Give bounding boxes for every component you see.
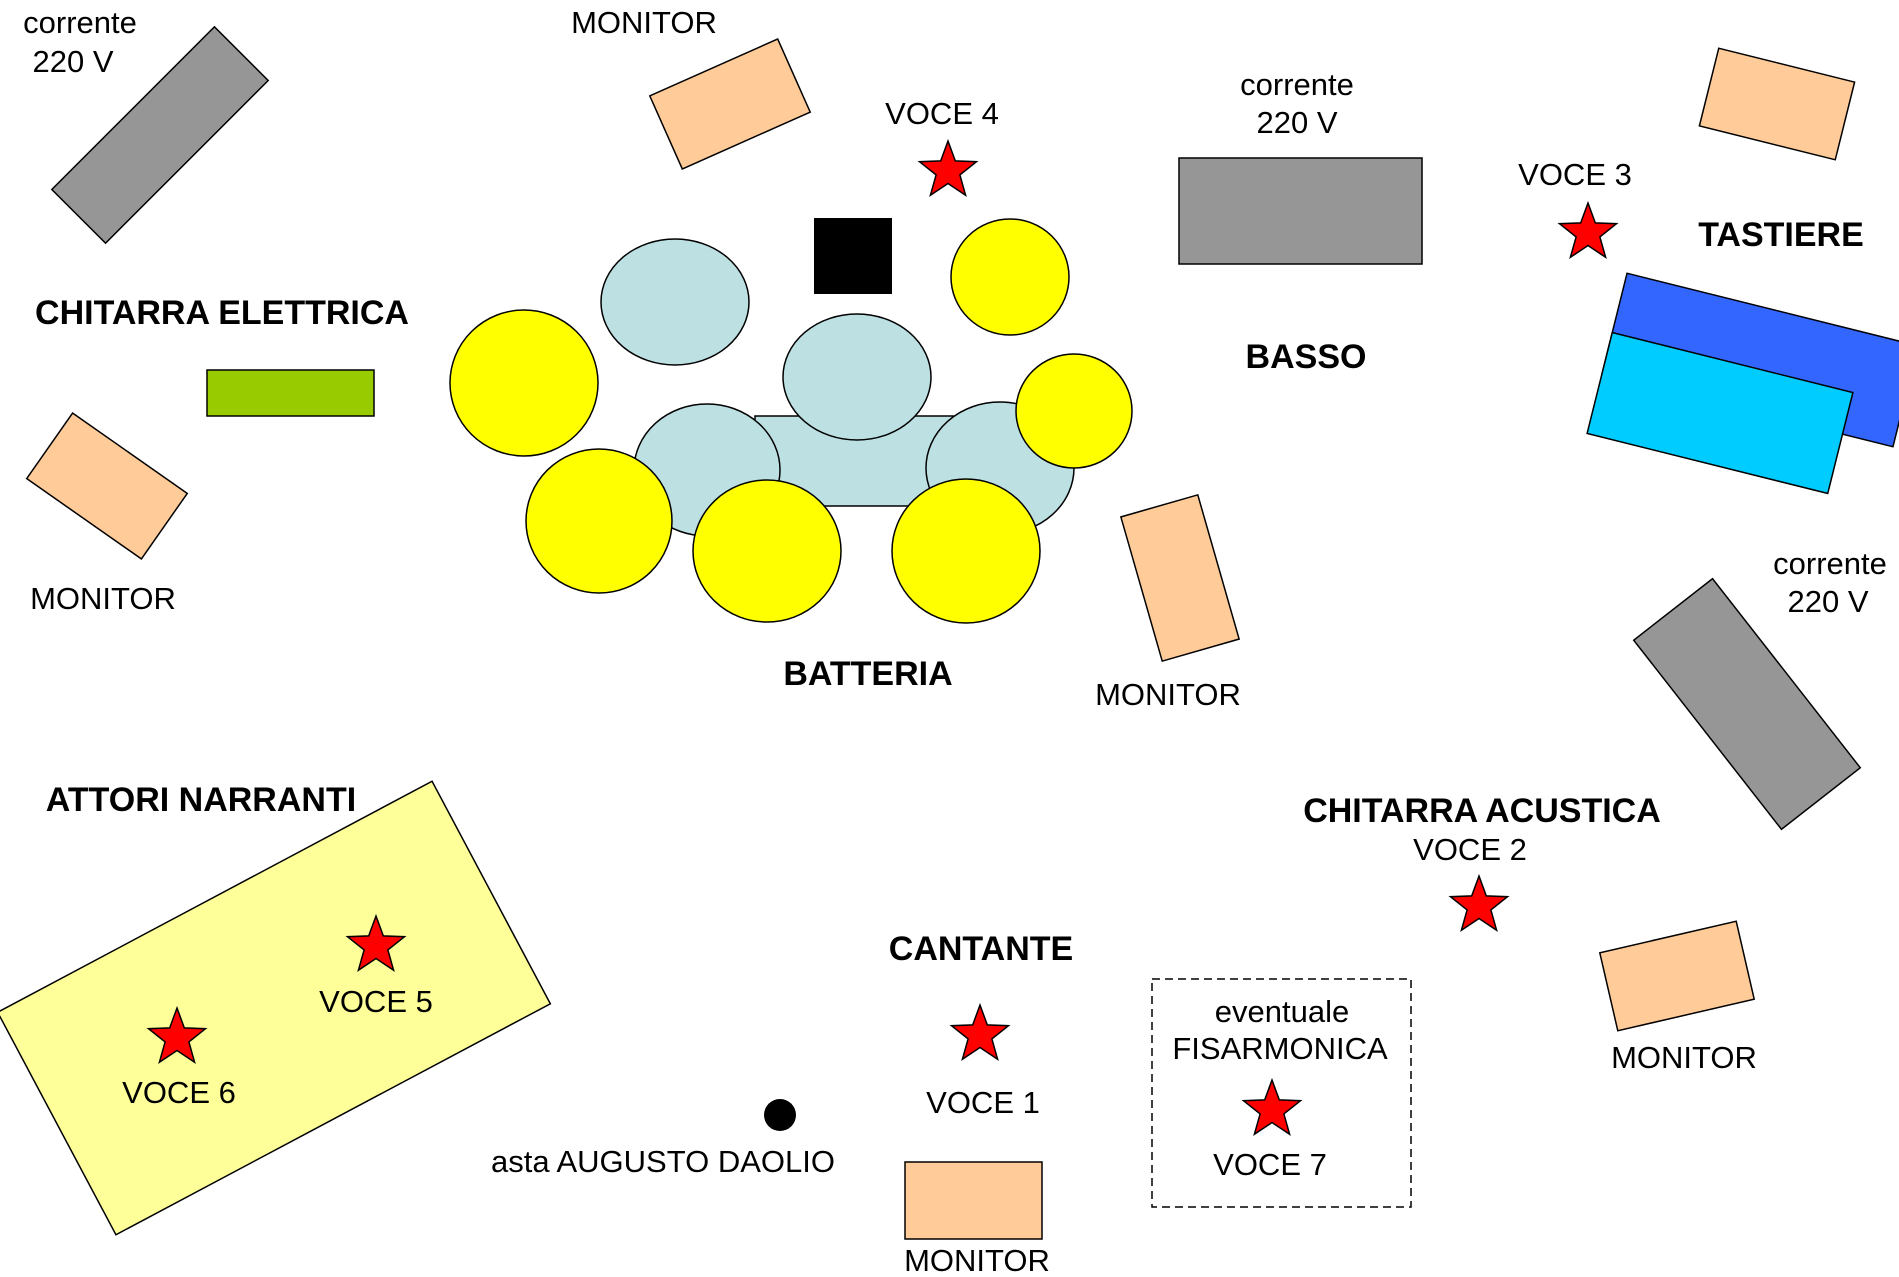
electric-guitar-amp <box>206 369 375 417</box>
drum-throne <box>814 218 892 294</box>
star-voce2 <box>1448 873 1510 933</box>
power-label-top-left-2: 220 V <box>32 44 113 79</box>
star-voce4 <box>917 138 979 198</box>
mic-stars <box>146 138 1619 1137</box>
asta-label: asta AUGUSTO DAOLIO <box>491 1144 835 1179</box>
cymbal-bottom-right <box>891 478 1041 624</box>
tastiere-label: TASTIERE <box>1698 216 1864 254</box>
monitor-drums-box <box>1119 493 1241 663</box>
fisarmonica-label-2: FISARMONICA <box>1172 1031 1388 1066</box>
monitor-drums-label: MONITOR <box>1095 677 1241 712</box>
power-box-right <box>1632 577 1862 831</box>
star-voce1 <box>949 1002 1011 1062</box>
power-label-right-2: 220 V <box>1787 584 1868 619</box>
power-box-bass <box>1178 157 1423 265</box>
drum-tom-center <box>782 313 932 441</box>
monitor-left-box <box>25 412 189 560</box>
power-label-top-left-1: corrente <box>23 5 137 40</box>
cantante-label: CANTANTE <box>889 930 1073 968</box>
cymbal-bottom-center <box>692 479 842 623</box>
monitor-right-box <box>1598 920 1756 1032</box>
accordion-area <box>1151 978 1412 1208</box>
star-voce5 <box>345 913 407 973</box>
cymbal-bottom-left <box>525 448 673 594</box>
monitor-bottom-box <box>904 1161 1043 1240</box>
monitor-bottom-label: MONITOR <box>904 1243 1050 1277</box>
voce7-label: VOCE 7 <box>1213 1147 1327 1182</box>
basso-label: BASSO <box>1246 338 1367 376</box>
drum-tom-left <box>600 238 750 366</box>
cymbal-top-right <box>950 218 1070 336</box>
voce4-label: VOCE 4 <box>885 96 999 131</box>
star-voce6 <box>146 1005 208 1065</box>
power-box-top-left <box>50 25 270 245</box>
voce1-label: VOCE 1 <box>926 1085 1040 1120</box>
attori-narranti-label: ATTORI NARRANTI <box>46 781 356 819</box>
chitarra-elettrica-label: CHITARRA ELETTRICA <box>35 294 409 332</box>
star-voce3 <box>1557 200 1619 260</box>
batteria-label: BATTERIA <box>783 655 952 693</box>
actors-area <box>0 780 552 1236</box>
cymbal-left <box>449 309 599 457</box>
drum-kit <box>449 218 1133 624</box>
monitor-far-right-box <box>1698 47 1856 161</box>
monitor-left-label: MONITOR <box>30 581 176 616</box>
keyboard-front <box>1586 331 1854 495</box>
monitor-right-label: MONITOR <box>1611 1040 1757 1075</box>
mic-stand-dot <box>764 1099 796 1131</box>
power-label-right-1: corrente <box>1773 546 1887 581</box>
chitarra-acustica-label: CHITARRA ACUSTICA <box>1303 792 1661 830</box>
voce2-label: VOCE 2 <box>1413 832 1527 867</box>
power-label-bass-1: corrente <box>1240 67 1354 102</box>
monitor-top-label: MONITOR <box>571 5 717 40</box>
star-voce7 <box>1241 1077 1303 1137</box>
voce6-label: VOCE 6 <box>122 1075 236 1110</box>
voce3-label: VOCE 3 <box>1518 157 1632 192</box>
cymbal-right <box>1015 353 1133 469</box>
power-label-bass-2: 220 V <box>1256 105 1337 140</box>
monitor-top-box <box>648 37 812 171</box>
voce5-label: VOCE 5 <box>319 984 433 1019</box>
fisarmonica-label-1: eventuale <box>1215 994 1349 1029</box>
